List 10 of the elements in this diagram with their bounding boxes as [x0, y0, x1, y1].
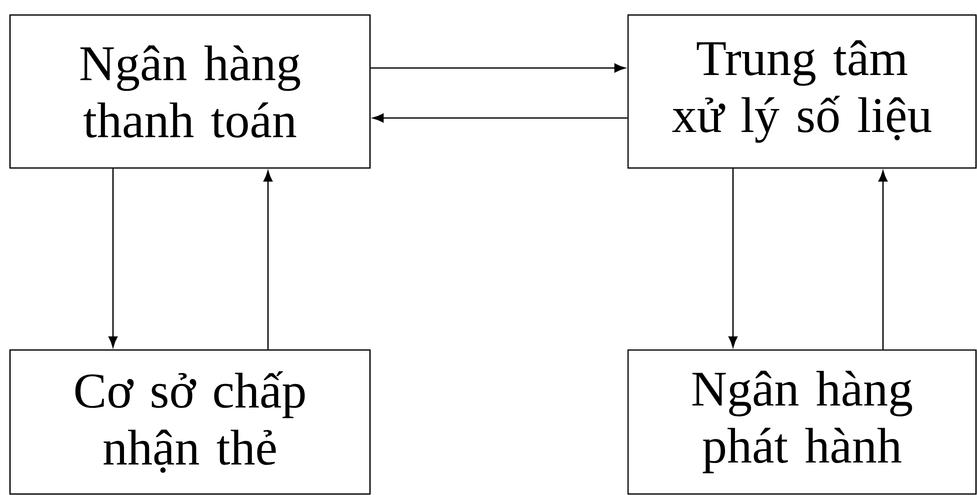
arrow — [108, 168, 118, 348]
arrow — [878, 170, 888, 350]
process-box: Trung tâm xử lý số liệu — [627, 14, 977, 169]
arrow — [370, 64, 626, 72]
process-box: Cơ sở chấp nhận thẻ — [9, 349, 371, 495]
arrow — [372, 114, 628, 122]
process-box: Ngân hàng thanh toán — [9, 14, 371, 169]
arrow — [728, 168, 738, 348]
process-box: Ngân hàng phát hành — [627, 349, 977, 495]
arrow — [264, 170, 272, 350]
